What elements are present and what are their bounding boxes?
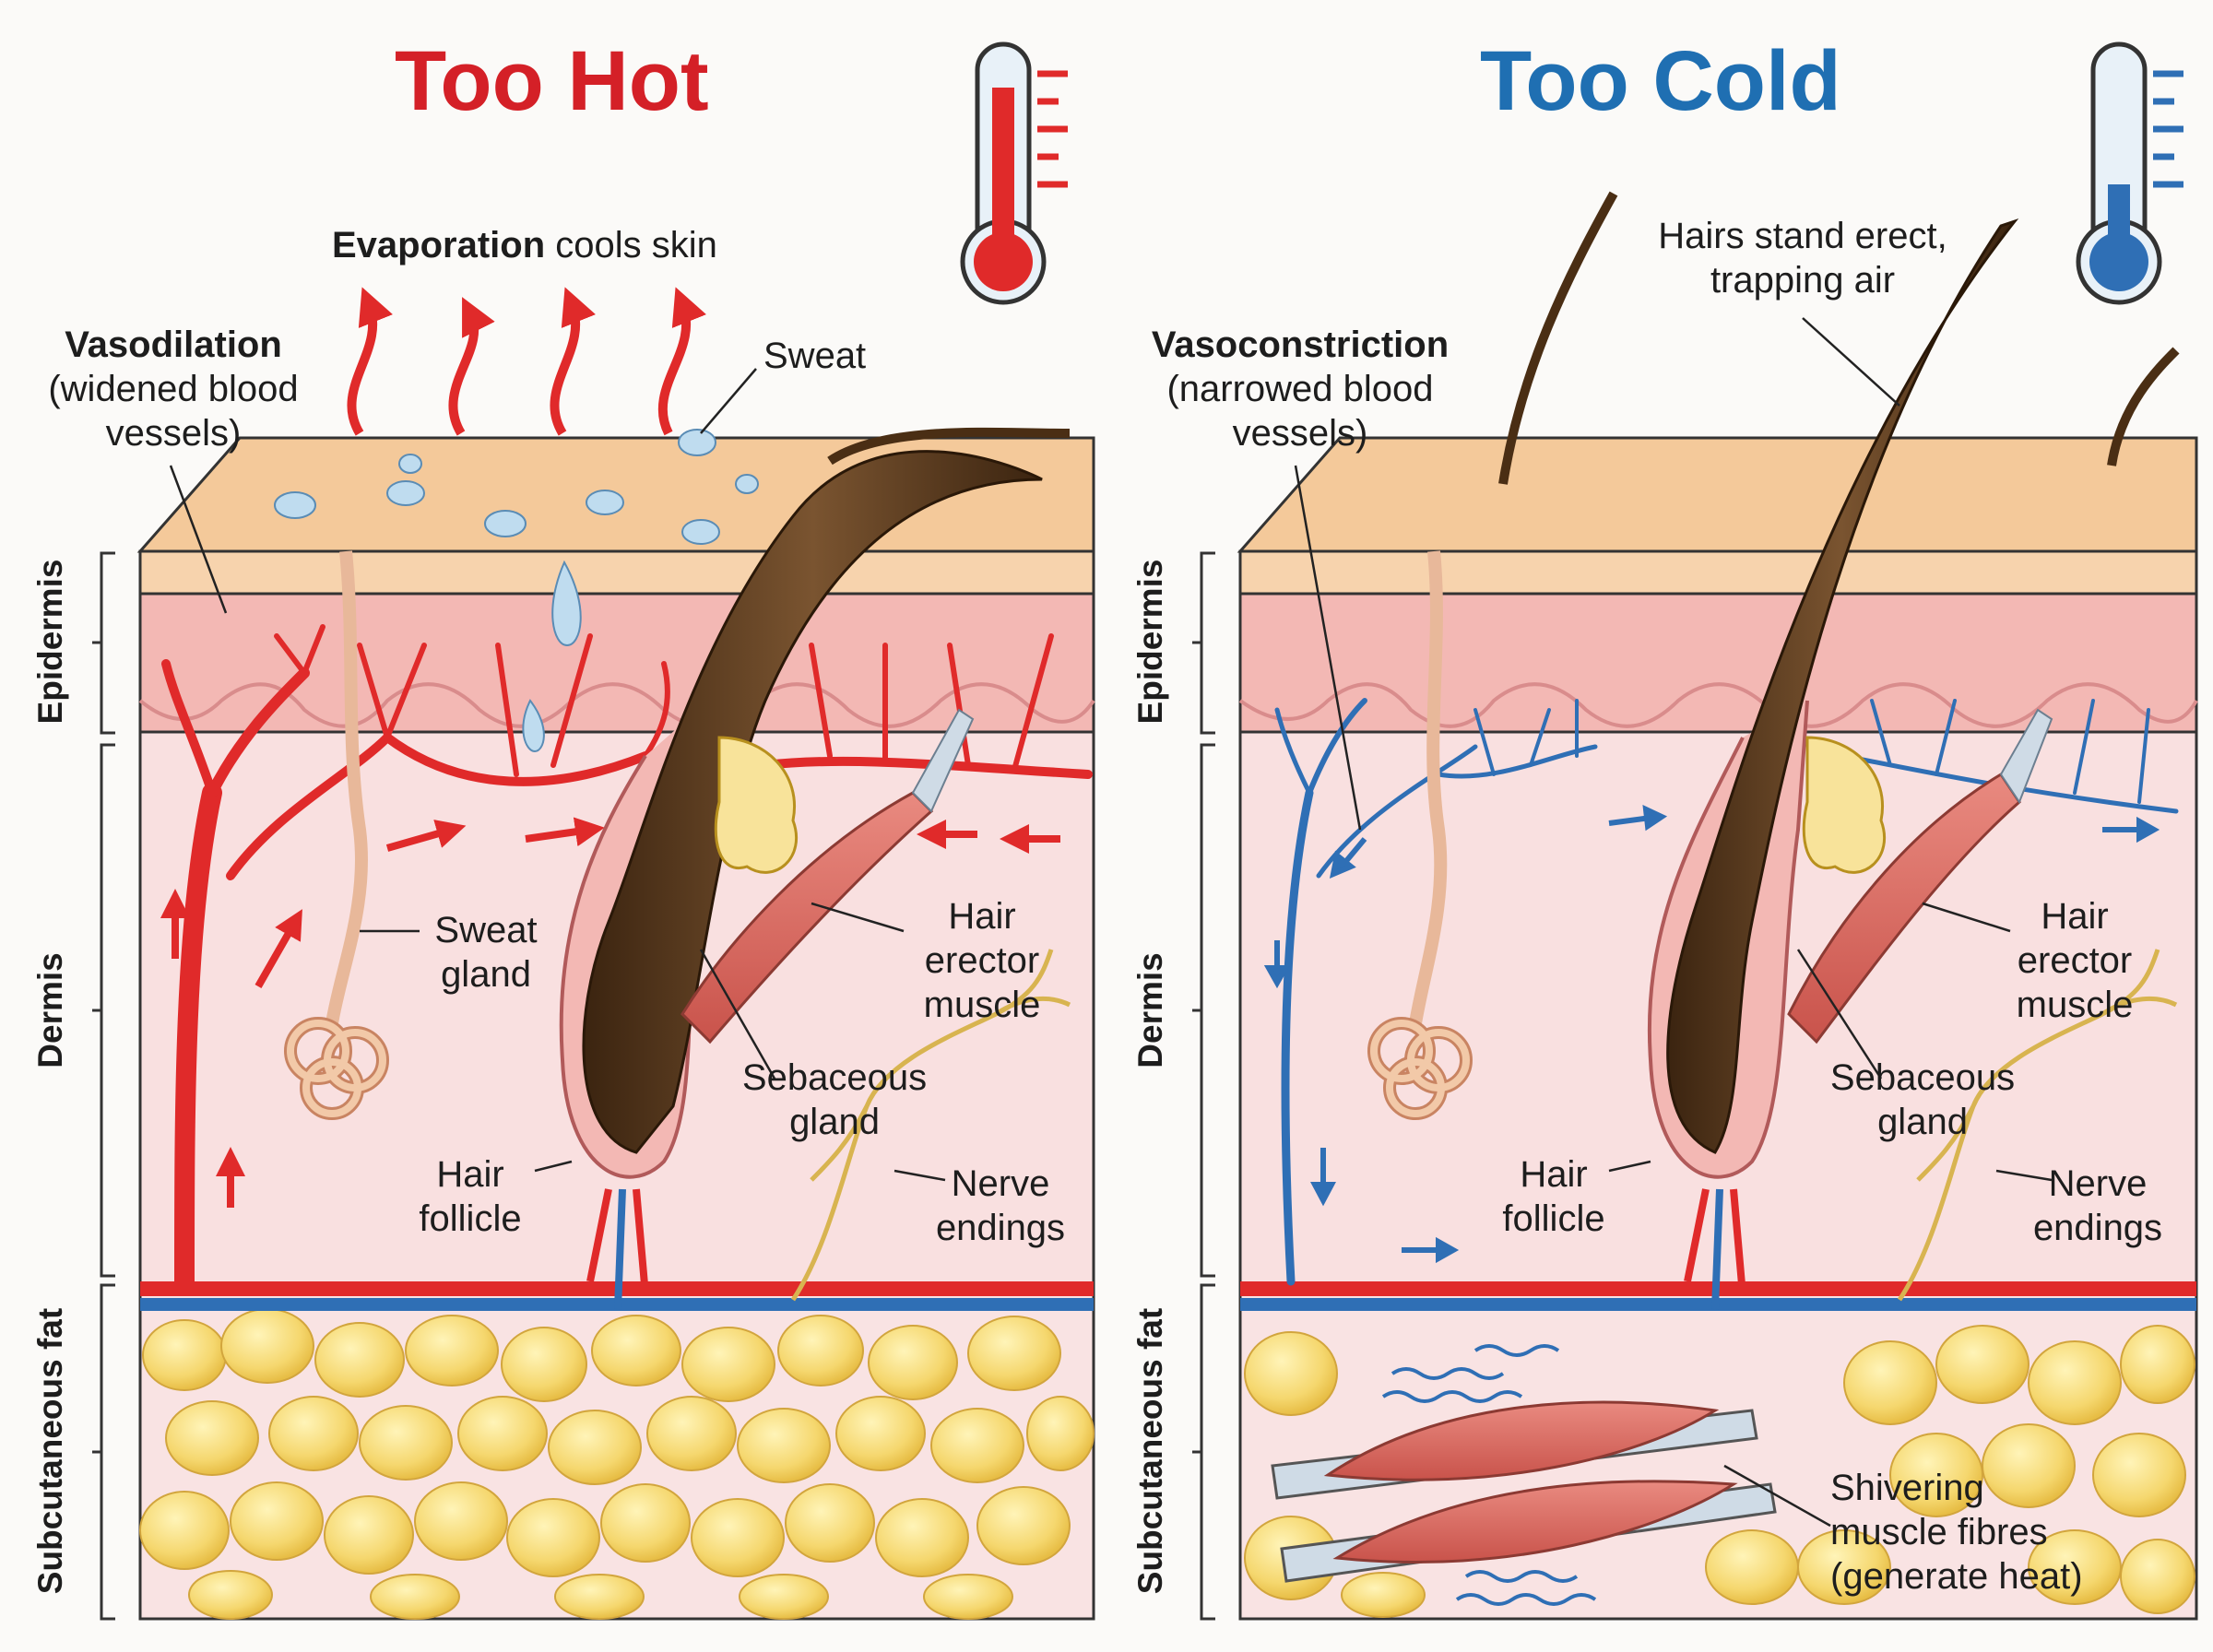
hot-layer-brackets [92, 551, 115, 1621]
sweat-droplets [274, 429, 759, 753]
cold-erector-muscle [1787, 708, 2053, 1044]
evaporation-bold: Evaporation [332, 225, 546, 266]
evaporation-rest: cools skin [555, 225, 717, 266]
hot-nerve-line2: endings [935, 1208, 1066, 1248]
vasoconstriction-line2: (narrowed blood [1166, 369, 1434, 409]
cold-erector-label: Hair erector muscle [2001, 894, 2148, 1027]
hot-erector-label: Hair erector muscle [908, 894, 1056, 1027]
hot-dilated-vessels [161, 624, 1093, 1292]
vasoconstriction-bold: Vasoconstriction [1151, 324, 1450, 365]
shivering-line1: Shivering [1830, 1468, 1984, 1508]
cold-erector-line3: muscle [2016, 985, 2134, 1025]
cold-nerve-line1: Nerve [2048, 1163, 2148, 1204]
hot-thermometer-icon [960, 41, 1068, 305]
cold-stratum [1238, 549, 2198, 596]
hot-sweat-gland-label: Sweat gland [426, 908, 546, 997]
cold-layer-dermis: Dermis [1131, 952, 1169, 1068]
cold-papillae [1238, 682, 2198, 728]
shivering-muscle-fibres [1271, 1344, 1777, 1606]
hairs-erect-line2: trapping air [1710, 260, 1896, 301]
hot-nerve-endings [790, 949, 1071, 1302]
cold-layer-epidermis: Epidermis [1131, 559, 1169, 725]
hot-nerve-line1: Nerve [951, 1163, 1050, 1204]
cold-nerve-line2: endings [2032, 1208, 2163, 1248]
cold-constricted-vessels [1274, 698, 2179, 1286]
cold-layer-subcutaneous: Subcutaneous fat [1131, 1307, 1169, 1595]
shivering-line2: muscle fibres [1830, 1512, 2048, 1552]
hot-layer-subcutaneous: Subcutaneous fat [31, 1307, 69, 1595]
cold-layer-brackets [1192, 551, 1215, 1621]
hot-follicle-line1: Hair [436, 1154, 504, 1195]
cold-panel [1192, 41, 2198, 1621]
vasoconstriction-line3: vessels) [1232, 413, 1368, 454]
hot-fat-cells [139, 1308, 1095, 1620]
cold-leader-lines [1294, 317, 2053, 1528]
cold-hair-follicle [1498, 191, 2180, 1310]
cold-erector-line1: Hair [2041, 896, 2109, 937]
hot-sweat-gland [284, 550, 389, 1120]
hot-papillae [138, 682, 1095, 728]
shivering-line3: (generate heat) [1830, 1556, 2083, 1597]
cold-fat-cells [1244, 1325, 2195, 1618]
hot-layer-epidermis: Epidermis [31, 559, 69, 725]
hot-layer-dermis: Dermis [31, 952, 69, 1068]
hot-nerve-label: Nerve endings [931, 1162, 1070, 1250]
hot-leader-lines [169, 368, 946, 1182]
hot-sebaceous-label: Sebaceous gland [728, 1056, 941, 1144]
hot-erector-muscle [680, 708, 975, 1044]
vasodilation-label: Vasodilation (widened blood vessels) [35, 323, 312, 455]
hot-sweat-gland-line2: gland [441, 954, 531, 995]
cold-nerve-endings [1897, 949, 2178, 1302]
hot-follicle-label: Hair follicle [401, 1152, 539, 1241]
cold-sebaceous-line2: gland [1877, 1102, 1968, 1142]
evaporation-arrows [347, 287, 706, 436]
cold-follicle-line2: follicle [1502, 1198, 1605, 1239]
hot-erector-line3: muscle [923, 985, 1041, 1025]
hot-sebaceous-gland [714, 736, 799, 874]
hot-erector-line1: Hair [948, 896, 1016, 937]
vasodilation-line3: vessels) [105, 413, 242, 454]
shivering-label: Shivering muscle fibres (generate heat) [1830, 1466, 2121, 1599]
hot-sweat-gland-line1: Sweat [434, 910, 538, 950]
cold-epidermis [1238, 592, 2198, 734]
hot-flow-arrows [160, 817, 1060, 1208]
cold-title: Too Cold [1480, 34, 1841, 128]
hot-stratum [138, 549, 1095, 596]
hot-follicle-line2: follicle [419, 1198, 522, 1239]
cold-thermometer-icon [2076, 41, 2183, 305]
cold-sweat-gland [1367, 550, 1473, 1120]
cold-erector-line2: erector [2017, 940, 2133, 981]
hot-title: Too Hot [395, 34, 709, 128]
cold-sebaceous-gland [1802, 736, 1887, 874]
evaporation-label: Evaporation cools skin [332, 223, 717, 267]
hairs-erect-line1: Hairs stand erect, [1658, 216, 1947, 256]
cold-flow-arrows [1263, 805, 2160, 1264]
cold-sebaceous-label: Sebaceous gland [1817, 1056, 2029, 1144]
hot-sebaceous-line1: Sebaceous [741, 1057, 928, 1098]
hairs-erect-label: Hairs stand erect, trapping air [1637, 214, 1969, 302]
vasodilation-line2: (widened blood [48, 369, 299, 409]
cold-follicle-label: Hair follicle [1485, 1152, 1623, 1241]
vasoconstriction-label: Vasoconstriction (narrowed blood vessels… [1134, 323, 1466, 455]
cold-sebaceous-line1: Sebaceous [1829, 1057, 2016, 1098]
cold-follicle-line1: Hair [1520, 1154, 1588, 1195]
sweat-label: Sweat [763, 336, 867, 376]
vasodilation-bold: Vasodilation [65, 324, 282, 365]
hot-erector-line2: erector [924, 940, 1040, 981]
hot-panel [92, 41, 1095, 1621]
hot-sebaceous-line2: gland [789, 1102, 880, 1142]
cold-nerve-label: Nerve endings [2029, 1162, 2167, 1250]
